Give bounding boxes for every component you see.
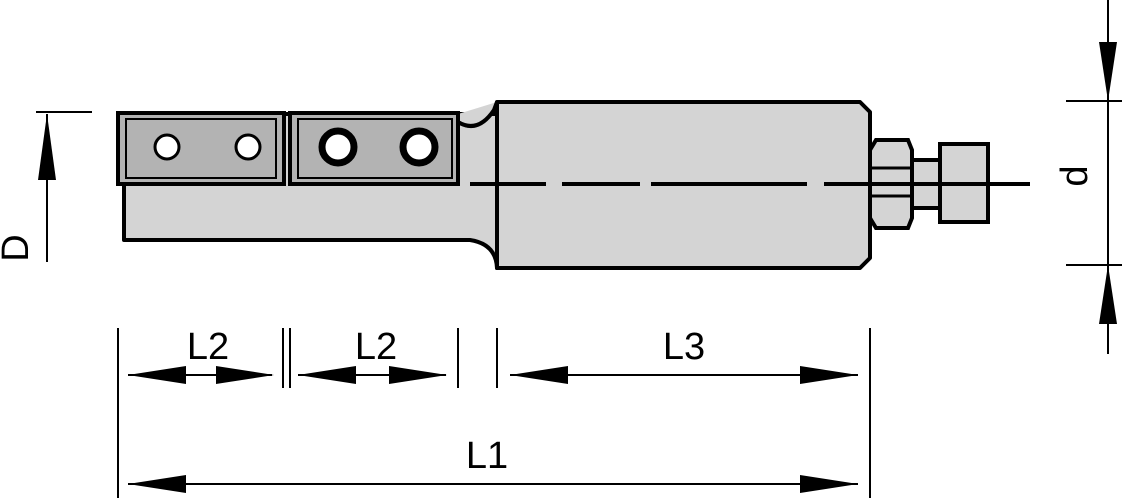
label-L2-first: L2 xyxy=(187,326,229,368)
label-d: d xyxy=(1054,165,1096,186)
dimension-D xyxy=(36,111,92,262)
screw-hole-icon xyxy=(318,127,358,167)
screw-hole-icon xyxy=(399,127,439,167)
extension-lines xyxy=(117,328,871,498)
label-D: D xyxy=(0,234,37,261)
label-L3: L3 xyxy=(663,326,705,368)
insert-right xyxy=(288,111,460,186)
dimension-L3 xyxy=(510,366,858,384)
dimension-L1 xyxy=(128,475,858,493)
dimension-L2-second xyxy=(298,366,447,384)
screw-hole-icon xyxy=(153,133,181,161)
dimension-d xyxy=(1066,0,1122,354)
insert-left xyxy=(116,111,286,186)
dimension-L2-first xyxy=(128,366,274,384)
label-L1: L1 xyxy=(466,435,508,477)
screw-hole-icon xyxy=(234,133,262,161)
label-L2-second: L2 xyxy=(355,326,397,368)
